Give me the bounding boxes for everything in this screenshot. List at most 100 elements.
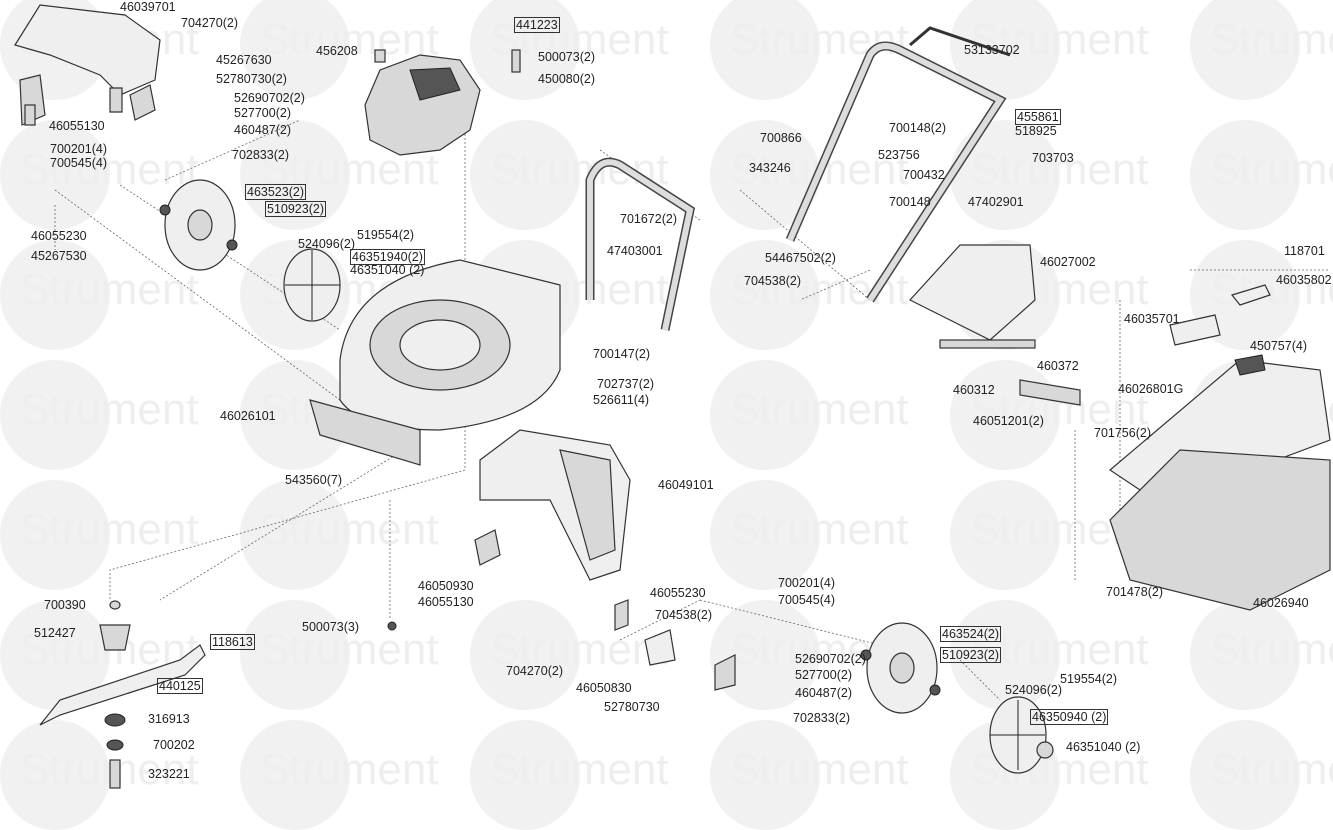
part-number-label[interactable]: 704538(2): [655, 608, 712, 622]
part-number-label[interactable]: 45267530: [31, 249, 87, 263]
part-number-label[interactable]: 46049101: [658, 478, 714, 492]
rear-wheel-left: [159, 179, 341, 322]
part-number-label[interactable]: 46027002: [1040, 255, 1096, 269]
part-number-label[interactable]: 450757(4): [1250, 339, 1307, 353]
part-number-label[interactable]: 460487(2): [795, 686, 852, 700]
part-number-label[interactable]: 512427: [34, 626, 76, 640]
part-number-label[interactable]: 500073(2): [538, 50, 595, 64]
part-number-label[interactable]: 46050930: [418, 579, 474, 593]
part-number-label[interactable]: 524096(2): [298, 237, 355, 251]
part-number-label[interactable]: 47403001: [607, 244, 663, 258]
part-number-label[interactable]: 702737(2): [597, 377, 654, 391]
watermark-logo-circle: [0, 240, 110, 350]
part-number-label[interactable]: 510923(2): [265, 201, 326, 217]
lower-handle: [585, 157, 696, 331]
watermark-logo-text: Strument: [970, 625, 1149, 674]
part-number-label[interactable]: 46055130: [49, 119, 105, 133]
part-number-label[interactable]: 323221: [148, 767, 190, 781]
part-number-label[interactable]: 701672(2): [620, 212, 677, 226]
part-number-label[interactable]: 52780730(2): [216, 72, 287, 86]
watermark-logo-circle: [950, 480, 1060, 590]
part-number-label[interactable]: 53133702: [964, 43, 1020, 57]
part-number-label[interactable]: 500073(3): [302, 620, 359, 634]
part-number-label[interactable]: 700545(4): [778, 593, 835, 607]
part-number-label[interactable]: 701756(2): [1094, 426, 1151, 440]
watermark-logo-text: Strument: [490, 745, 669, 794]
part-number-label[interactable]: 702833(2): [793, 711, 850, 725]
part-number-label[interactable]: 519554(2): [1060, 672, 1117, 686]
part-number-label[interactable]: 463524(2): [940, 626, 1001, 642]
part-number-label[interactable]: 527700(2): [234, 106, 291, 120]
part-number-label[interactable]: 45267630: [216, 53, 272, 67]
part-number-label[interactable]: 527700(2): [795, 668, 852, 682]
part-number-label[interactable]: 700866: [760, 131, 802, 145]
watermark-logo-text: Strument: [490, 145, 669, 194]
part-number-label[interactable]: 46055230: [650, 586, 706, 600]
part-number-label[interactable]: 460487(2): [234, 123, 291, 137]
part-number-label[interactable]: 460312: [953, 383, 995, 397]
part-number-label[interactable]: 463523(2): [245, 184, 306, 200]
watermark-logo-text: Strument: [260, 15, 439, 64]
part-number-label[interactable]: 52690702(2): [795, 652, 866, 666]
part-number-label[interactable]: 700201(4): [50, 142, 107, 156]
part-number-label[interactable]: 46350940 (2): [1030, 709, 1109, 725]
part-number-label[interactable]: 704270(2): [181, 16, 238, 30]
part-number-label[interactable]: 46351940(2): [350, 249, 425, 265]
part-number-label[interactable]: 46026940: [1253, 596, 1309, 610]
exploded-parts-drawing: [14, 4, 1331, 789]
part-number-label[interactable]: 46055230: [31, 229, 87, 243]
part-number-label[interactable]: 118701: [1284, 244, 1325, 258]
part-number-label[interactable]: 46035802: [1276, 273, 1332, 287]
upper-handle: [785, 26, 1011, 303]
part-number-label[interactable]: 46026801G: [1118, 382, 1184, 396]
part-number-label[interactable]: 700147(2): [593, 347, 650, 361]
part-number-label[interactable]: 703703: [1032, 151, 1074, 165]
part-number-label[interactable]: 700201(4): [778, 576, 835, 590]
part-number-label[interactable]: 526611(4): [593, 393, 650, 407]
watermark-logo-circle: [470, 120, 580, 230]
part-number-label[interactable]: 700545(4): [50, 156, 107, 170]
part-number-label[interactable]: 52780730: [604, 700, 660, 714]
part-number-label[interactable]: 450080(2): [538, 72, 595, 86]
watermark-logo-circle: [710, 600, 820, 710]
watermark-logo-circle: [1190, 0, 1300, 100]
part-number-label[interactable]: 700432: [903, 168, 945, 182]
part-number-label[interactable]: 52690702(2): [234, 91, 305, 105]
watermark-logo-circle: [240, 120, 350, 230]
part-number-label[interactable]: 455861: [1015, 109, 1061, 125]
part-number-label[interactable]: 46039701: [120, 0, 176, 14]
part-number-label[interactable]: 440125: [157, 678, 203, 694]
part-number-label[interactable]: 46351040 (2): [350, 263, 425, 277]
part-number-label[interactable]: 702833(2): [232, 148, 289, 162]
rear-flap-cover: [14, 4, 161, 126]
part-number-label[interactable]: 46026101: [220, 409, 276, 423]
part-number-label[interactable]: 519554(2): [357, 228, 414, 242]
part-number-label[interactable]: 543560(7): [285, 473, 342, 487]
part-number-label[interactable]: 523756: [878, 148, 920, 162]
part-number-label[interactable]: 700390: [44, 598, 86, 612]
part-number-label[interactable]: 524096(2): [1005, 683, 1062, 697]
part-number-label[interactable]: 46035701: [1124, 312, 1180, 326]
part-number-label[interactable]: 316913: [148, 712, 190, 726]
part-number-label[interactable]: 46351040 (2): [1066, 740, 1141, 754]
part-number-label[interactable]: 46055130: [418, 595, 474, 609]
part-number-label[interactable]: 441223: [514, 17, 560, 33]
part-number-label[interactable]: 460372: [1037, 359, 1079, 373]
part-number-label[interactable]: 701478(2): [1106, 585, 1163, 599]
part-number-label[interactable]: 704538(2): [744, 274, 801, 288]
part-number-label[interactable]: 704270(2): [506, 664, 563, 678]
part-number-label[interactable]: 518925: [1015, 124, 1057, 138]
watermark-logo-circle: [710, 240, 820, 350]
part-number-label[interactable]: 510923(2): [940, 647, 1001, 663]
part-number-label[interactable]: 118613: [210, 634, 255, 650]
part-number-label[interactable]: 456208: [316, 44, 358, 58]
part-number-label[interactable]: 47402901: [968, 195, 1024, 209]
part-number-label[interactable]: 46050830: [576, 681, 632, 695]
part-number-label[interactable]: 46051201(2): [973, 414, 1044, 428]
part-number-label[interactable]: 700148: [889, 195, 931, 209]
part-number-label[interactable]: 54467502(2): [765, 251, 836, 265]
front-wheel-right: [860, 622, 1054, 774]
part-number-label[interactable]: 700148(2): [889, 121, 946, 135]
part-number-label[interactable]: 343246: [749, 161, 791, 175]
part-number-label[interactable]: 700202: [153, 738, 195, 752]
